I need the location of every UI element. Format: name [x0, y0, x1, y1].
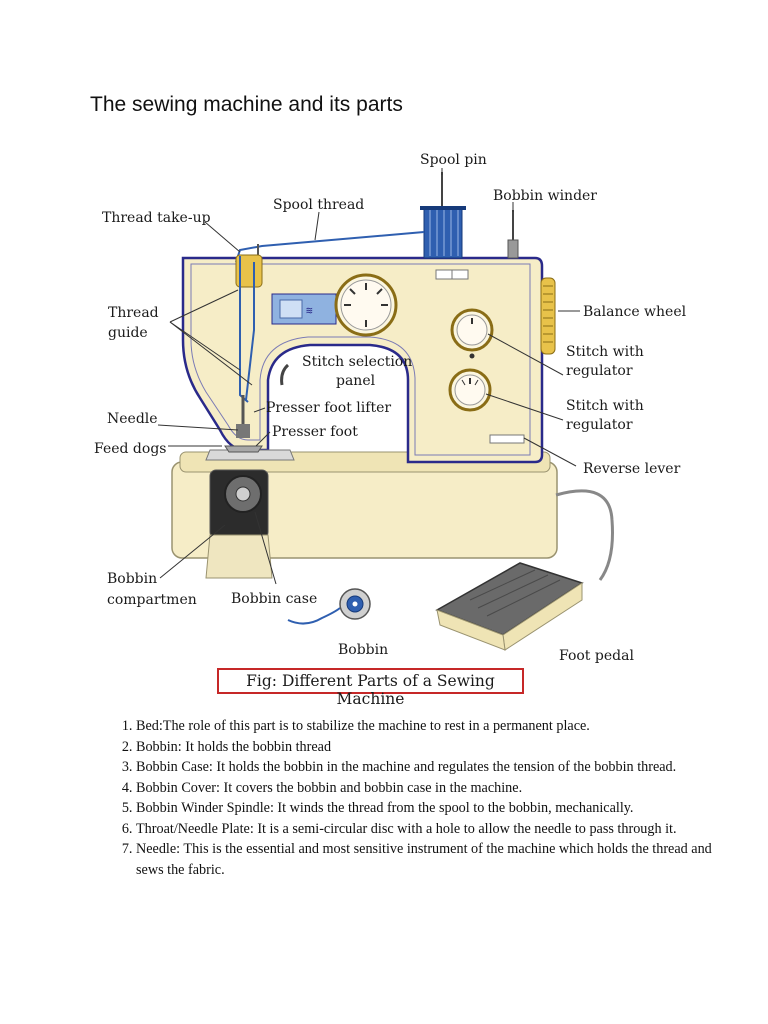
label-bobbin-case: Bobbin case [231, 591, 317, 607]
label-stitch-regulator-2-line1: Stitch with [566, 398, 644, 414]
sewing-machine-figure: ≋ [94, 152, 687, 664]
label-thread-guide-line1: Thread [108, 305, 159, 321]
label-stitch-regulator-1-line2: regulator [566, 363, 633, 379]
bobbin-winder [507, 210, 519, 259]
label-stitch-selection-line2: panel [336, 373, 376, 389]
figure-caption: Fig: Different Parts of a Sewing Machine [246, 672, 495, 708]
label-stitch-regulator-1-line1: Stitch with [566, 344, 644, 360]
list-item: Bed:The role of this part is to stabiliz… [136, 716, 736, 737]
page-title: The sewing machine and its parts [90, 93, 403, 116]
figure-caption-box: Fig: Different Parts of a Sewing Machine [217, 668, 524, 708]
label-bobbin: Bobbin [338, 642, 388, 658]
stitch-length-dial [448, 368, 492, 412]
label-stitch-selection-line1: Stitch selection [302, 354, 412, 370]
list-item: Bobbin Cover: It covers the bobbin and b… [136, 778, 736, 799]
svg-text:≋: ≋ [306, 304, 313, 317]
threading-path [235, 231, 425, 432]
label-bobbin-compartment-line2: compartmen [107, 592, 197, 608]
stitch-display: ≋ [271, 293, 337, 325]
reverse-lever [489, 434, 525, 444]
bobbin-spool [287, 588, 371, 625]
list-item: Needle: This is the essential and most s… [136, 839, 736, 880]
foot-pedal [435, 489, 614, 651]
label-feed-dogs: Feed dogs [94, 441, 166, 457]
balance-wheel [540, 277, 556, 355]
list-item: Bobbin: It holds the bobbin thread [136, 737, 736, 758]
stitch-selection-dial [334, 273, 398, 337]
list-item: Throat/Needle Plate: It is a semi-circul… [136, 819, 736, 840]
label-reverse-lever: Reverse lever [583, 461, 681, 477]
label-presser-foot-lifter: Presser foot lifter [266, 400, 391, 416]
label-thread-take-up: Thread take-up [102, 210, 211, 226]
leader-lines [157, 168, 580, 585]
label-stitch-regulator-2-line2: regulator [566, 417, 633, 433]
label-spool-pin: Spool pin [420, 152, 487, 168]
presser-foot-assembly [205, 363, 295, 461]
label-foot-pedal: Foot pedal [559, 648, 634, 664]
label-needle: Needle [107, 411, 158, 427]
label-balance-wheel: Balance wheel [583, 304, 687, 320]
stitch-width-dial [450, 308, 494, 359]
parts-list: Bed:The role of this part is to stabiliz… [95, 716, 736, 880]
bobbin-compartment [205, 469, 273, 579]
spool [420, 172, 466, 259]
label-bobbin-compartment-line1: Bobbin [107, 571, 157, 587]
list-item: Bobbin Winder Spindle: It winds the thre… [136, 798, 736, 819]
list-item: Bobbin Case: It holds the bobbin in the … [136, 757, 736, 778]
label-presser-foot: Presser foot [272, 424, 358, 440]
label-bobbin-winder: Bobbin winder [493, 188, 597, 204]
label-spool-thread: Spool thread [273, 197, 364, 213]
label-thread-guide-line2: guide [108, 325, 148, 341]
